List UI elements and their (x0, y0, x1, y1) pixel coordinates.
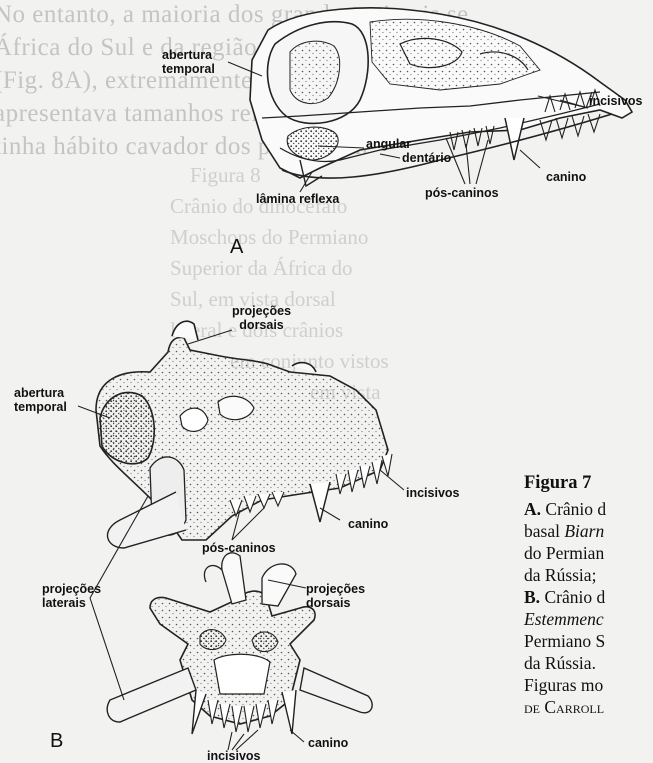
canino-b-tooth (310, 482, 330, 522)
label-canino-b-lateral: canino (348, 517, 388, 531)
label-abertura-temporal-b: abertura temporal (14, 386, 67, 414)
label-line: dorsais (306, 596, 350, 610)
label-abertura-temporal-a: abertura temporal (162, 48, 215, 76)
caption-text: Crânio d (545, 499, 606, 519)
label-canino-a: canino (546, 170, 586, 184)
caption-line: da Rússia; (524, 564, 653, 586)
label-line: dorsais (239, 318, 283, 332)
caption-text: basal (524, 521, 564, 541)
caption-line: basal Biarn (524, 520, 653, 542)
caption-line: Figuras mo (524, 674, 653, 696)
label-incisivos-b-lateral: incisivos (406, 486, 460, 500)
label-incisivos-a: incisivos (589, 94, 643, 108)
panel-letter-b: B (50, 730, 63, 753)
skull-b-frontal (107, 553, 372, 734)
caption-text: Crânio d (544, 587, 605, 607)
label-line: projeções (42, 582, 101, 596)
caption-taxon-name: Estemmenc (524, 608, 653, 630)
label-line: temporal (162, 62, 215, 76)
label-line: projeções (232, 304, 291, 318)
skull-b-lateral (96, 321, 392, 548)
label-line: abertura (14, 386, 64, 400)
caption-line: do Permian (524, 542, 653, 564)
label-projecoes-laterais: projeções laterais (42, 582, 101, 610)
label-line: abertura (162, 48, 212, 62)
caption-marker-a: A. (524, 499, 541, 519)
caption-marker-b: B. (524, 587, 540, 607)
label-angular: angular (366, 137, 411, 151)
panel-letter-a: A (230, 236, 243, 259)
label-lamina-reflexa: lâmina reflexa (256, 192, 339, 206)
label-pos-caninos-b: pós-caninos (202, 541, 276, 555)
label-pos-caninos-a: pós-caninos (425, 186, 499, 200)
label-canino-b-frontal: canino (308, 736, 348, 750)
caption-line: B. Crânio d (524, 586, 653, 608)
caption-line: de Carroll (524, 696, 653, 718)
canino-a-tooth (505, 118, 524, 160)
figure-caption: Figura 7 A. Crânio d basal Biarn do Perm… (524, 472, 653, 718)
caption-line: Permiano S (524, 630, 653, 652)
label-line: temporal (14, 400, 67, 414)
label-projecoes-dorsais-lateral: projeções dorsais (232, 304, 291, 332)
caption-line: A. Crânio d (524, 498, 653, 520)
caption-line: da Rússia. (524, 652, 653, 674)
canino-frontal-right-tooth (282, 690, 296, 734)
label-line: laterais (42, 596, 86, 610)
label-incisivos-b-frontal: incisivos (207, 749, 261, 763)
caption-taxon-name: Biarn (564, 521, 604, 541)
label-dentario: dentário (402, 151, 451, 165)
caption-title: Figura 7 (524, 472, 653, 494)
label-projecoes-dorsais-frontal: projeções dorsais (306, 582, 365, 610)
label-line: projeções (306, 582, 365, 596)
